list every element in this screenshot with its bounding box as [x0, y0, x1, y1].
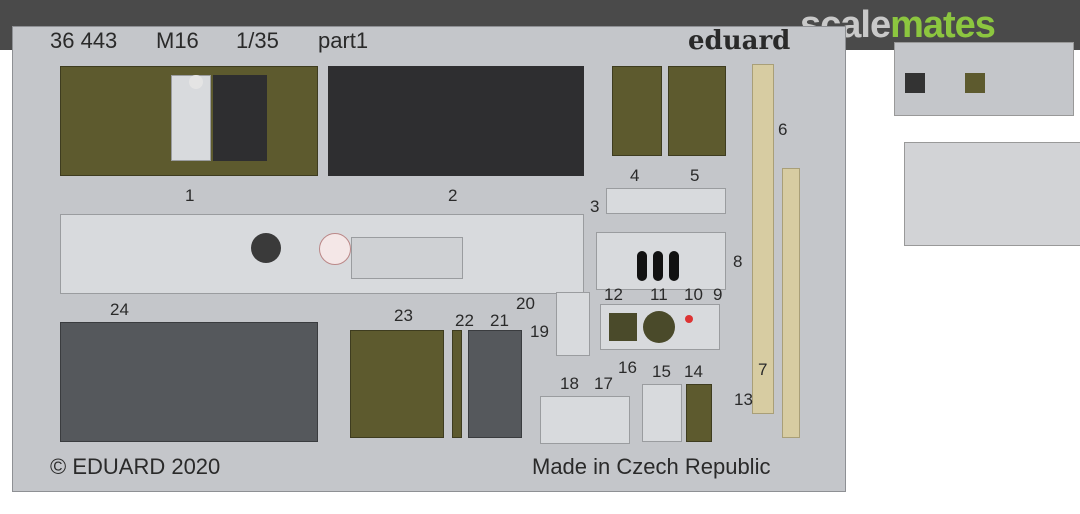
gauge-dial-light: [319, 233, 351, 265]
label-9: 9: [713, 285, 723, 304]
part-4-panel: [612, 66, 662, 156]
panel-1-dial: [189, 75, 203, 89]
part-12-square: [609, 313, 637, 341]
subject-name: M16: [156, 28, 199, 53]
label-14: 14: [684, 362, 703, 381]
label-3: 3: [590, 197, 600, 216]
part-1-panel: [60, 66, 318, 176]
thumbnail-part2[interactable]: [904, 142, 1080, 246]
part-23-panel: [350, 330, 444, 438]
part-16-plate: [600, 304, 720, 350]
panel-1-switch-board: [213, 75, 267, 161]
label-23: 23: [394, 306, 413, 325]
scale-label: 1/35: [236, 28, 279, 53]
part-21-panel: [468, 330, 522, 438]
eduard-logo: eduard: [688, 26, 791, 56]
origin-text: Made in Czech Republic: [532, 454, 771, 479]
label-4: 4: [630, 166, 640, 185]
label-13: 13: [734, 390, 753, 409]
label-12: 12: [604, 285, 623, 304]
label-8: 8: [733, 252, 743, 271]
label-10: 10: [684, 285, 703, 304]
label-17: 17: [594, 374, 613, 393]
label-20: 20: [516, 294, 535, 313]
label-6: 6: [778, 120, 788, 139]
copyright-text: © EDUARD 2020: [50, 454, 221, 479]
part-24-panel: [60, 322, 318, 442]
label-24: 24: [110, 300, 129, 319]
part-3-strip: [606, 188, 726, 214]
part-22-strip: [452, 330, 462, 438]
switch-a: [637, 251, 647, 281]
thumbnail-part1[interactable]: [894, 42, 1074, 116]
scalemates-logo[interactable]: scalemates: [800, 4, 996, 47]
part-10-red-light: [685, 315, 693, 323]
label-7: 7: [758, 360, 768, 379]
label-18: 18: [560, 374, 579, 393]
label-11: 11: [650, 285, 668, 304]
part-8-switches: [596, 232, 726, 290]
part-6-rail: [752, 64, 774, 414]
label-15: 15: [652, 362, 671, 381]
label-1: 1: [185, 186, 195, 205]
part-20-bracket: [556, 292, 590, 356]
label-22: 22: [455, 311, 474, 330]
part-label: part1: [318, 28, 369, 53]
part-14-panel: [686, 384, 712, 442]
dash-strip: [60, 214, 584, 294]
dash-plate: [351, 237, 463, 279]
part-15-frame: [642, 384, 682, 442]
label-2: 2: [448, 186, 458, 205]
part-7-rail: [782, 168, 800, 438]
switch-c: [669, 251, 679, 281]
part-17-18-strip: [540, 396, 630, 444]
label-19: 19: [530, 322, 549, 341]
thumb-1-dark-block: [905, 73, 925, 93]
thumb-1-olive-block: [965, 73, 985, 93]
kit-number: 36 443: [50, 28, 118, 53]
label-21: 21: [490, 311, 509, 330]
gauge-dial-dark: [251, 233, 281, 263]
switch-b: [653, 251, 663, 281]
panel-1-gauge-cluster: [171, 75, 211, 161]
logo-text-right: mates: [890, 4, 996, 46]
part-5-panel: [668, 66, 726, 156]
part-2-panel: [328, 66, 584, 176]
label-16: 16: [618, 358, 637, 377]
label-5: 5: [690, 166, 700, 185]
part-11-disc: [643, 311, 675, 343]
